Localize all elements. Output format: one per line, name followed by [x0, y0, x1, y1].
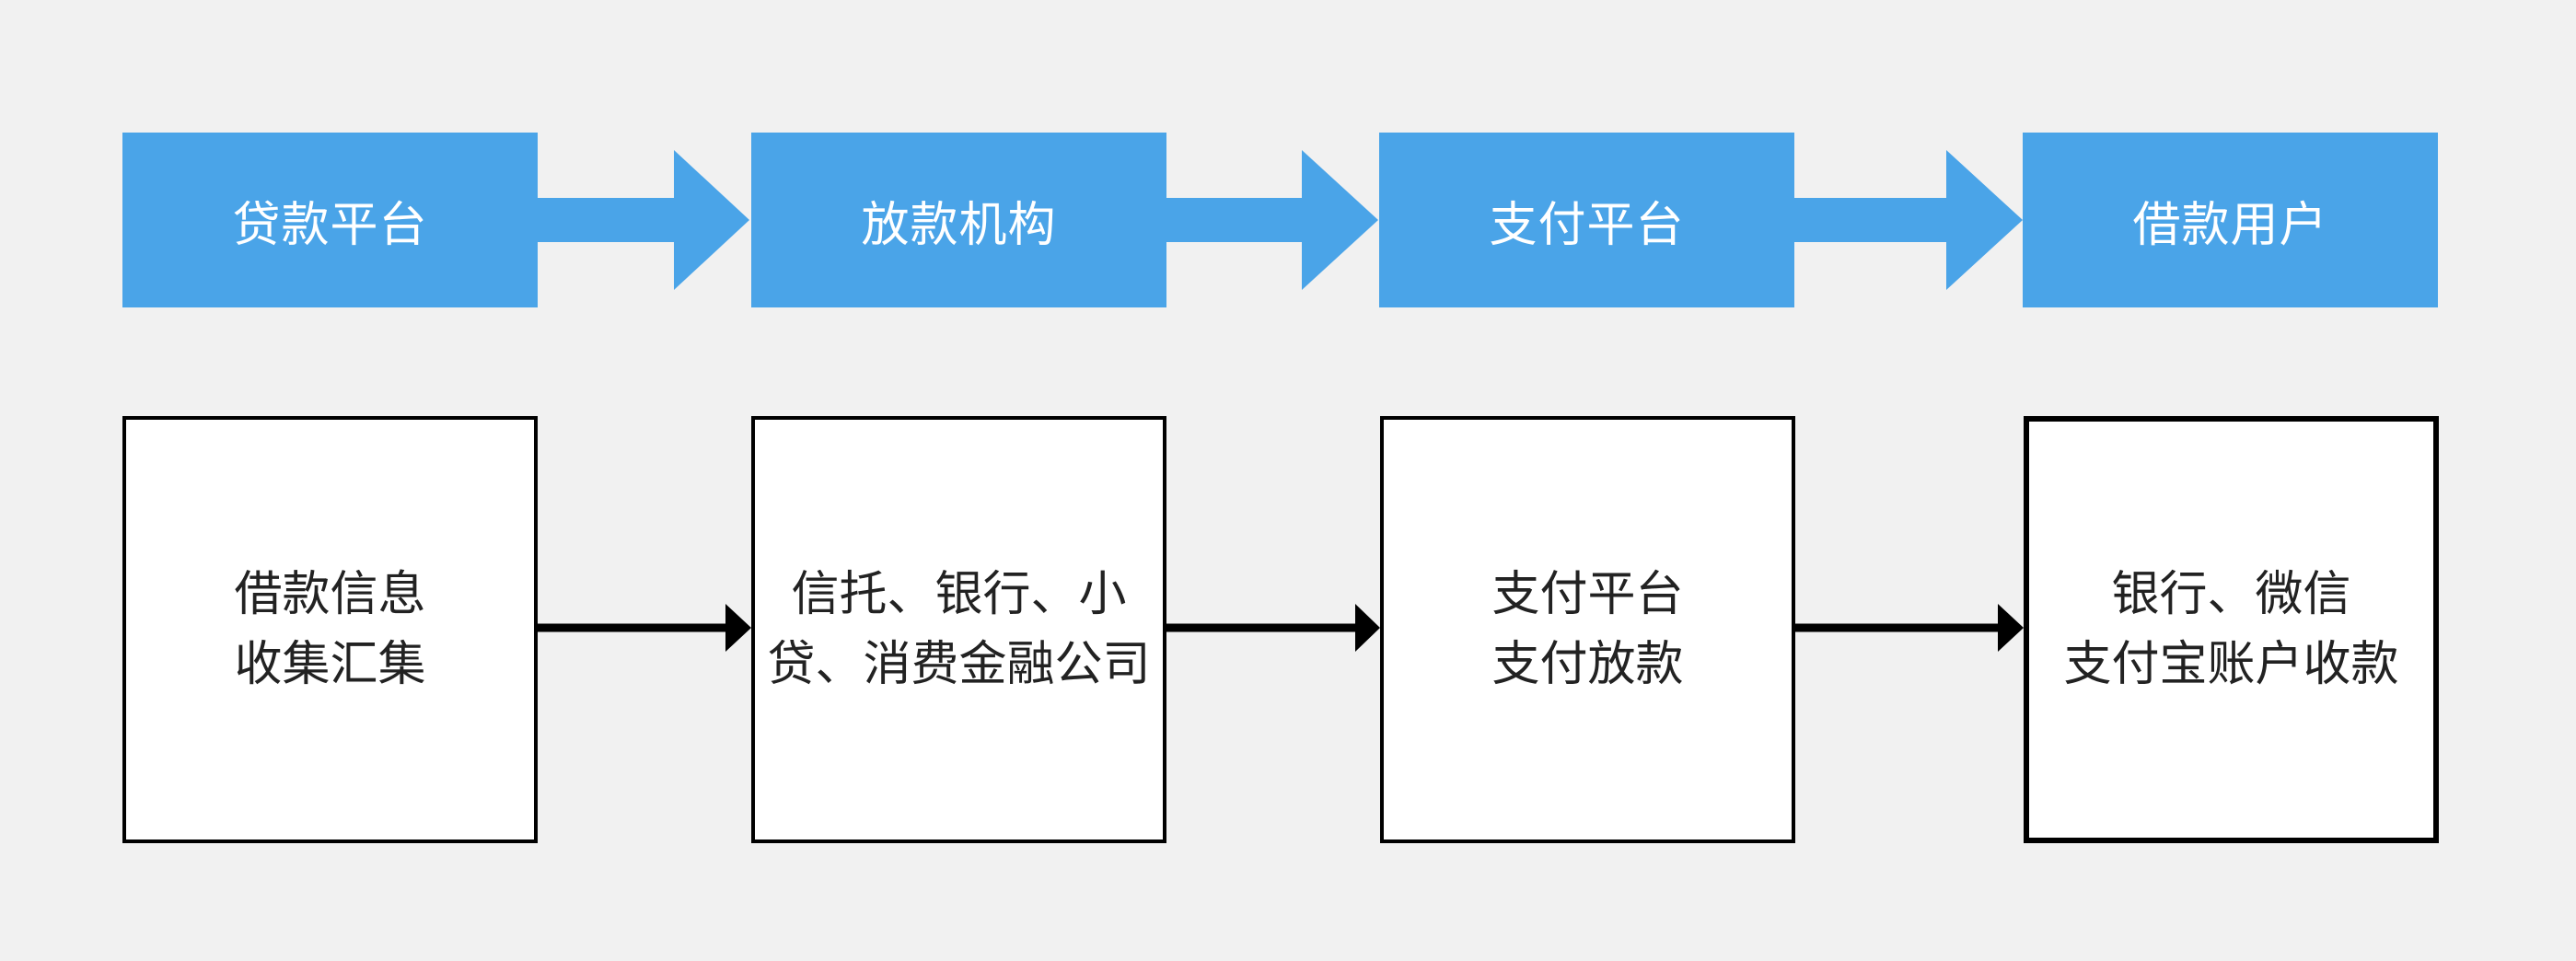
stage-arrow-3 [1794, 150, 2023, 290]
stage-label: 借款用户 [2132, 197, 2328, 253]
detail-arrow-head-1 [725, 604, 751, 652]
stage-payment-platform: 支付平台 [1379, 133, 1794, 307]
detail-box-payment: 支付平台 支付放款 [1380, 416, 1795, 843]
stage-loan-platform: 贷款平台 [122, 133, 538, 307]
stage-label: 支付平台 [1489, 197, 1685, 253]
detail-arrow-head-2 [1355, 604, 1380, 652]
stage-borrower: 借款用户 [2023, 133, 2438, 307]
stage-label: 贷款平台 [232, 197, 428, 253]
detail-line-2: 支付宝账户收款 [2063, 637, 2399, 692]
stage-label: 放款机构 [861, 197, 1057, 253]
detail-box-loan-info: 借款信息 收集汇集 [122, 416, 538, 843]
detail-line-2: 收集汇集 [234, 637, 426, 692]
detail-line-2: 支付放款 [1491, 637, 1684, 692]
detail-box-institutions: 信托、银行、小 贷、消费金融公司 [751, 416, 1166, 843]
stage-arrow-2 [1166, 150, 1378, 290]
stage-lending-institution: 放款机构 [751, 133, 1166, 307]
detail-line-2: 贷、消费金融公司 [767, 637, 1151, 692]
detail-line-1: 信托、银行、小 [791, 567, 1127, 622]
detail-line-1: 借款信息 [234, 567, 426, 622]
detail-line-1: 支付平台 [1491, 567, 1684, 622]
detail-line-1: 银行、微信 [2111, 567, 2351, 622]
stage-arrow-1 [538, 150, 749, 290]
detail-arrow-head-3 [1998, 604, 2024, 652]
detail-box-receiving-accounts: 银行、微信 支付宝账户收款 [2024, 416, 2439, 843]
